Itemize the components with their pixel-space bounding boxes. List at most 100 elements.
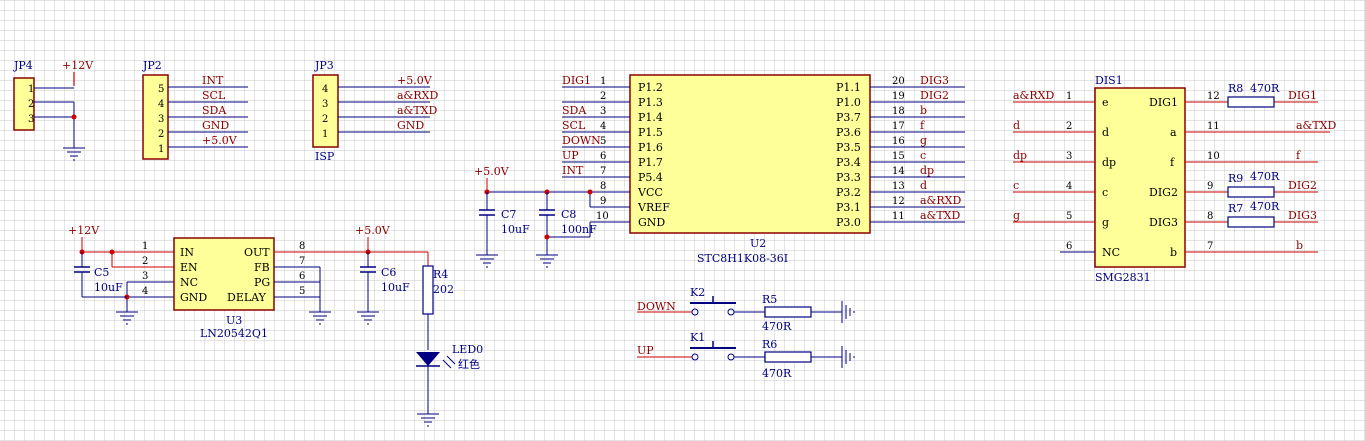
dis1-rnet-dig1: DIG1 [1288, 89, 1317, 102]
u3-rpin-7: 7 [299, 256, 305, 267]
u2-rnet-txd: a&TXD [920, 209, 961, 222]
u2-lname-6: P1.7 [638, 156, 663, 169]
u2-lname-9: VREF [637, 201, 670, 214]
jp4-pin-2: 2 [28, 99, 34, 110]
ground-icon [417, 413, 439, 427]
u3-part: LN20542Q1 [200, 327, 268, 340]
jp3-net-gnd: GND [397, 119, 424, 132]
u2-rnet-c: c [920, 149, 926, 162]
r5-ref: R5 [762, 293, 777, 306]
u2-rname-12: P3.1 [836, 201, 861, 214]
u2-rnet-dig2: DIG2 [920, 89, 949, 102]
u2-lpin-10: 10 [596, 211, 609, 222]
dis1-rnet-txd: a&TXD [1296, 119, 1337, 132]
ground-icon [536, 254, 558, 268]
k2-net: DOWN [637, 300, 676, 313]
u2-rname-14: P3.3 [836, 171, 861, 184]
u2-lpin-6: 6 [600, 151, 606, 162]
u2-lnet-down: DOWN [562, 134, 601, 147]
u2-rname-16: P3.5 [836, 141, 861, 154]
u2-mcu[interactable]: U2 STC8H1K08-36I 1 2 3 4 5 6 7 8 9 10 P1… [562, 74, 965, 265]
k2-ref: K2 [690, 286, 705, 299]
jp3-pin-1: 1 [322, 129, 328, 140]
dis1-lpin-6: 6 [1066, 241, 1072, 252]
resistor-r8[interactable]: R8 470R [1227, 82, 1280, 108]
jp3-ref: JP3 [314, 59, 334, 72]
k1-net: UP [637, 344, 654, 357]
dis1-lname-dp: dp [1102, 156, 1116, 169]
u2-power-label: +5.0V [474, 165, 510, 178]
ground-icon [309, 311, 331, 325]
r9-ref: R9 [1228, 172, 1243, 185]
jp3-connector[interactable]: JP3 4 3 2 1 +5.0V a&RXD a&TXD GND ISP [312, 59, 438, 163]
r8-value: 470R [1250, 82, 1280, 95]
u3-regulator[interactable]: +12V C5 10uF 1 2 3 4 IN EN NC GND OUT FB… [68, 224, 483, 414]
u2-rnet-f: f [920, 119, 925, 132]
jp2-pin-1: 1 [158, 144, 164, 155]
r7-value: 470R [1250, 200, 1280, 213]
u2-rpin-19: 19 [892, 91, 905, 102]
r9-value: 470R [1250, 170, 1280, 183]
button-k2[interactable]: DOWN K2 R5 470R [637, 286, 842, 333]
r4-value: 202 [433, 283, 454, 296]
u3-rname-fb: FB [254, 261, 270, 274]
u2-lnet-int: INT [562, 164, 584, 177]
u2-rname-13: P3.2 [836, 186, 861, 199]
jp3-pin-3: 3 [322, 99, 328, 110]
ground-icon [841, 346, 855, 368]
dis1-display[interactable]: DIS1 SMG2831 a&RXD d dp c g 1 2 3 4 5 6 … [1013, 74, 1337, 284]
jp2-net-gnd: GND [202, 119, 229, 132]
dis1-lnet-c: c [1013, 179, 1019, 192]
c7-ref: C7 [501, 208, 516, 221]
button-k1[interactable]: UP K1 R6 470R [637, 331, 842, 380]
u3-ref: U3 [226, 314, 242, 327]
dis1-lnet-rxd: a&RXD [1013, 89, 1054, 102]
dis1-lname-nc: NC [1102, 246, 1120, 259]
c6-ref: C6 [381, 266, 396, 279]
u2-rname-15: P3.4 [836, 156, 861, 169]
jp4-connector[interactable]: JP4 1 2 3 +12V [13, 59, 94, 148]
u3-lname-in: IN [180, 246, 194, 259]
u2-rnet-g: g [920, 134, 927, 147]
jp2-connector[interactable]: JP2 5 4 3 2 1 INT SCL SDA GND +5.0V [142, 59, 248, 160]
u2-decoupling[interactable]: +5.0V C7 10uF C8 100nF [474, 165, 597, 255]
u2-rpin-17: 17 [892, 121, 905, 132]
dis1-lname-g: g [1102, 216, 1109, 229]
dis1-lname-d: d [1102, 126, 1109, 139]
u3-rname-pg: PG [254, 276, 270, 289]
k1-ref: K1 [690, 331, 705, 344]
u2-ref: U2 [750, 237, 766, 250]
u2-part: STC8H1K08-36I [697, 252, 788, 265]
jp2-net-scl: SCL [202, 89, 226, 102]
resistor-r9[interactable]: R9 470R [1227, 170, 1280, 198]
u3-lpin-3: 3 [142, 271, 148, 282]
resistor-r7[interactable]: R7 470R [1227, 200, 1280, 228]
dis1-rpin-11: 11 [1207, 121, 1220, 132]
c5-ref: C5 [94, 266, 109, 279]
u2-lnet-dig1: DIG1 [562, 74, 591, 87]
u2-lpin-9: 9 [600, 196, 606, 207]
jp2-net-int: INT [202, 74, 224, 87]
u2-lname-1: P1.2 [638, 81, 663, 94]
dis1-rpin-9: 9 [1207, 181, 1213, 192]
u3-rpin-5: 5 [299, 286, 305, 297]
u3-rname-out: OUT [244, 246, 270, 259]
u2-lpin-7: 7 [600, 166, 606, 177]
dis1-lpin-2: 2 [1066, 121, 1072, 132]
dis1-lnet-d: d [1013, 119, 1020, 132]
jp2-net-5v: +5.0V [202, 134, 238, 147]
u2-rnet-dp: dp [920, 164, 934, 177]
c5-value: 10uF [94, 281, 123, 294]
u2-rpin-14: 14 [892, 166, 905, 177]
u3-lpin-2: 2 [142, 256, 148, 267]
u2-lpin-3: 3 [600, 106, 606, 117]
led0-value: 红色 [458, 357, 480, 371]
jp2-ref: JP2 [142, 59, 162, 72]
u3-lname-en: EN [180, 261, 198, 274]
u2-lpin-1: 1 [600, 76, 606, 87]
u2-rname-17: P3.6 [836, 126, 861, 139]
u2-lnet-scl: SCL [562, 119, 586, 132]
u2-rname-19: P1.0 [836, 96, 861, 109]
dis1-rname-a: a [1170, 126, 1177, 139]
jp2-pin-3: 3 [158, 114, 164, 125]
